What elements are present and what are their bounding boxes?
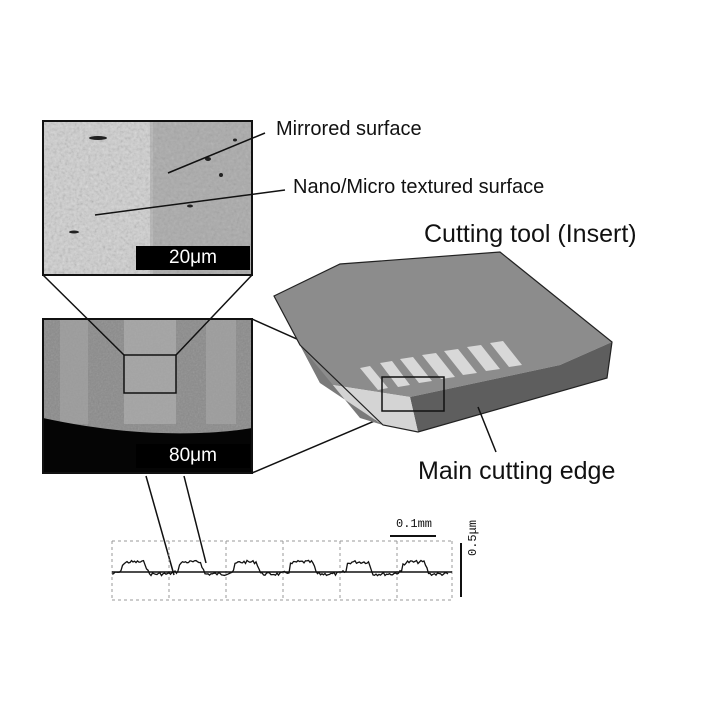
sem-image-textured-surface [43, 121, 252, 275]
top-image-frame [42, 120, 253, 276]
middle-image-frame [42, 318, 253, 474]
main-cutting-edge-label: Main cutting edge [418, 457, 616, 485]
edge-zoom-box [381, 376, 445, 412]
cutting-tool-label: Cutting tool (Insert) [424, 220, 637, 248]
profile-x-scale-label: 0.1mm [396, 517, 433, 531]
profile-trace [111, 559, 449, 577]
leader-lines [94, 132, 497, 453]
profile-y-scale-label: 0.5μm [466, 519, 480, 556]
mirrored-surface-label: Mirrored surface [276, 118, 422, 140]
zoom-region-box [123, 354, 177, 394]
middle-image-scale-bar: 80μm [136, 444, 250, 468]
top-image-scale-bar: 20μm [136, 246, 250, 270]
surface-profile-plot [111, 535, 462, 601]
profile-connector-lines [145, 475, 207, 576]
sem-image-tool-edge [43, 319, 252, 473]
cutting-tool-insert [273, 251, 613, 433]
textured-surface-label: Nano/Micro textured surface [293, 176, 545, 198]
texture-stripes [360, 341, 522, 390]
